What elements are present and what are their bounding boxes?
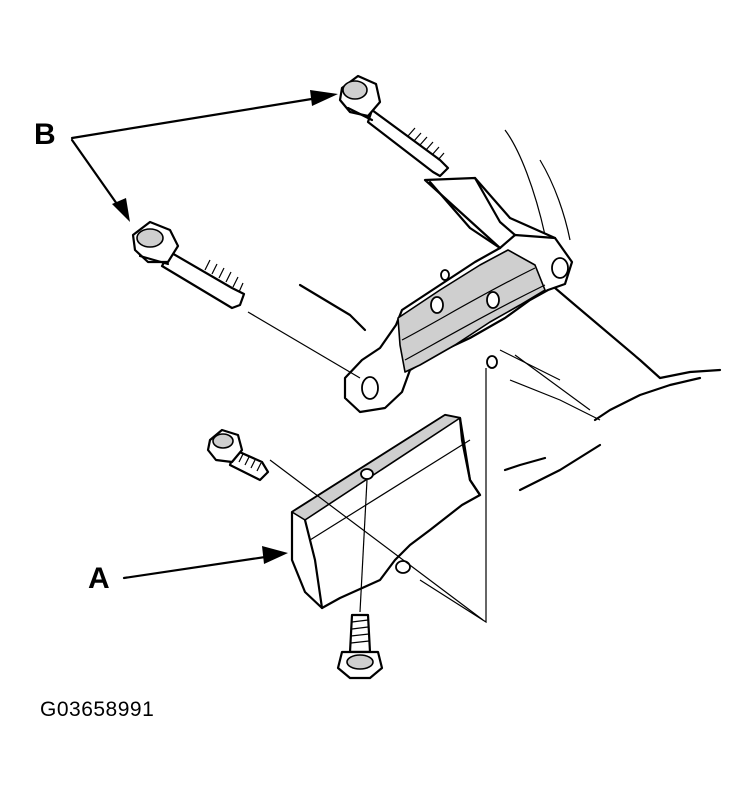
bolt-b-lower bbox=[131, 220, 361, 379]
bracket-hole-2 bbox=[486, 291, 500, 309]
bracket-hole-3 bbox=[551, 257, 569, 279]
shield-hole-right bbox=[395, 560, 411, 574]
arrowhead-b-lower bbox=[112, 198, 130, 222]
callout-b: B bbox=[34, 90, 338, 222]
callout-a: A bbox=[88, 546, 288, 595]
label-b: B bbox=[34, 118, 56, 151]
label-a: A bbox=[88, 562, 110, 595]
figure-code: G03658991 bbox=[40, 698, 155, 721]
engine-housing bbox=[298, 129, 722, 492]
bracket-hole-1 bbox=[430, 296, 444, 314]
heat-shield-a bbox=[269, 368, 487, 624]
arrowhead-a bbox=[262, 546, 288, 564]
shield-hole-top bbox=[360, 468, 374, 480]
shield-bolt-bottom bbox=[336, 613, 384, 680]
bracket-hole-4 bbox=[361, 376, 379, 400]
bracket-hole-5 bbox=[486, 355, 498, 369]
shield-bolt-left bbox=[206, 428, 270, 482]
mount-bracket bbox=[343, 176, 574, 414]
bolt-b-upper bbox=[338, 74, 450, 178]
bracket-hole-6 bbox=[440, 269, 450, 281]
arrowhead-b-upper bbox=[310, 90, 338, 106]
